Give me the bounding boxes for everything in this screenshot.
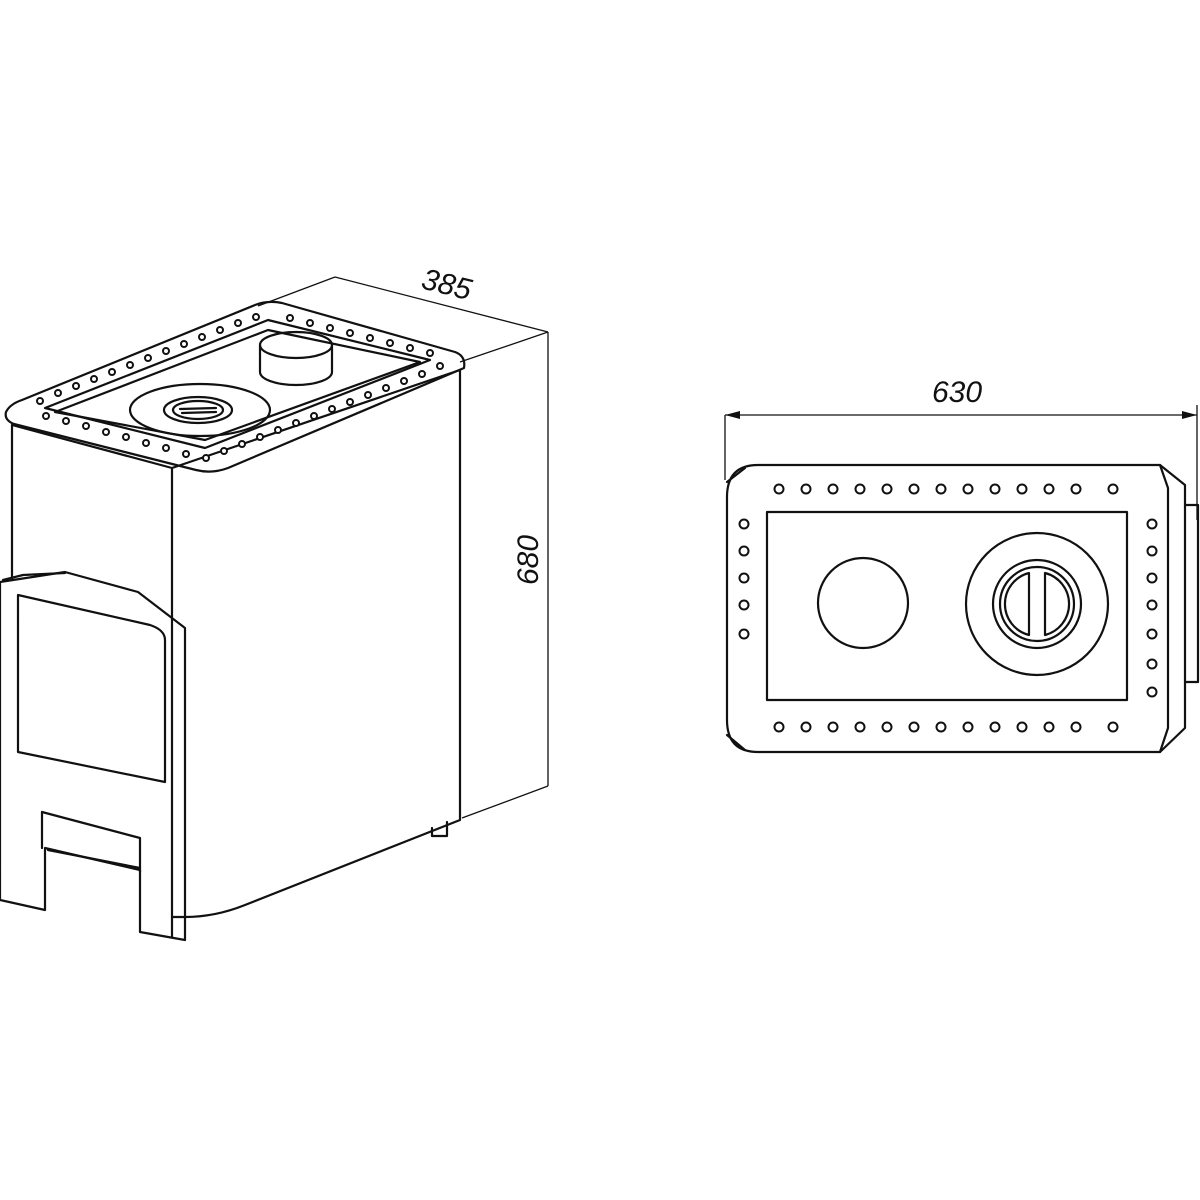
top-view-burner-ring [964,531,1110,677]
door-window [16,593,167,784]
top-view-plate [725,463,1187,754]
stove-front-face [10,423,174,939]
top-view-chimney-circle [816,556,910,650]
ash-pit-opening [40,810,142,874]
depth-dimension: 385 [257,263,549,363]
width-dimension: 630 [724,376,1198,520]
isometric-view: 385 680 [0,263,549,942]
chimney-pipe [258,330,334,387]
stove-side-face [170,368,462,919]
top-view: 630 [724,376,1200,754]
height-dimension-label: 680 [512,535,545,585]
top-plate-holes [36,313,444,462]
top-view-holes [738,483,1158,733]
width-dimension-label: 630 [932,376,982,409]
firebox-door [0,570,187,942]
height-dimension: 680 [461,332,549,819]
top-plate [4,300,466,473]
stove-bottom-foot [430,820,449,838]
burner-ring [128,382,272,438]
top-view-inner-frame [765,510,1129,702]
top-plate-inner-frame [43,318,432,450]
top-view-pipe-flange [1183,503,1200,684]
